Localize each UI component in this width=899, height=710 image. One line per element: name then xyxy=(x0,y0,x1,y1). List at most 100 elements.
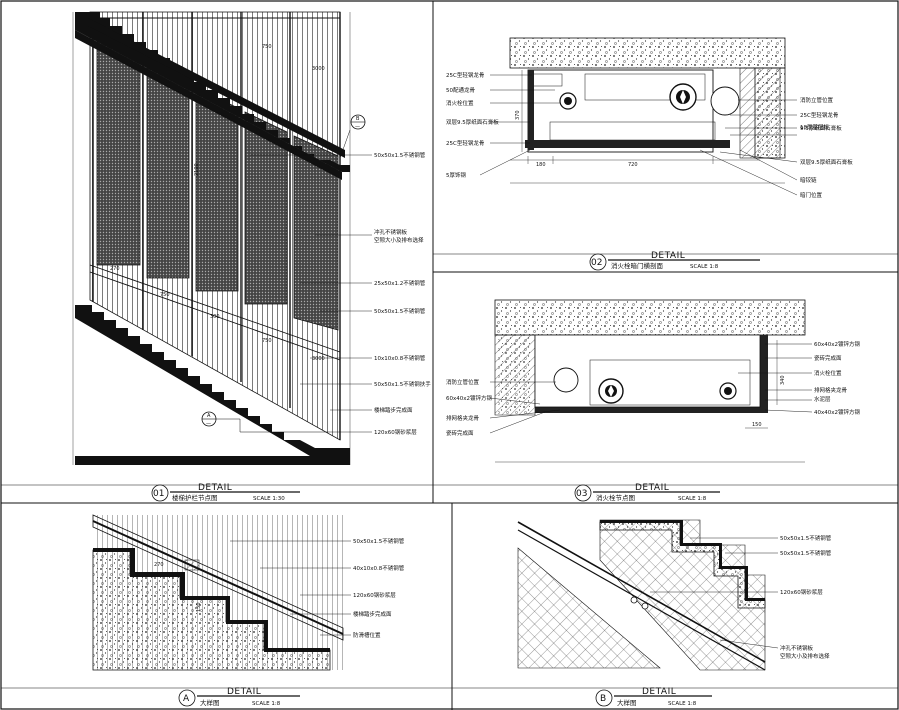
p03-right-label-1: 60x40x2镀锌方钢 xyxy=(814,340,861,348)
p03-dim-2: 150 xyxy=(752,422,762,428)
p01-label-3: 空隙大小及排布选择 xyxy=(374,236,424,244)
pA-detail-word: DETAIL xyxy=(227,687,261,697)
pA-label-3: 120x60钢砂浆层 xyxy=(353,591,396,599)
pB-label-5: 空隙大小及排布选择 xyxy=(780,652,830,660)
p03-right-label-4: 排网格夹龙骨 xyxy=(814,386,848,394)
panel-03-hydrant-node: 340 150 消防立管位置 60x40x2镀锌方钢 排网格夹龙骨 瓷砖完成面 … xyxy=(446,299,861,463)
p02-right-label-5: 双层9.5厚纸面石膏板 xyxy=(800,158,853,166)
p03-left-label-4: 瓷砖完成面 xyxy=(446,429,474,437)
p01-number: 01 xyxy=(153,489,164,499)
pA-dim-2: 150 xyxy=(196,602,202,612)
pB-detail-word: DETAIL xyxy=(642,687,676,697)
pB-label-1: 50x50x1.5不锈钢管 xyxy=(780,534,832,542)
pB-label-3: 120x60钢砂浆层 xyxy=(780,588,823,596)
p02-left-label-5: 25C型轻钢龙骨 xyxy=(446,139,485,147)
p03-scale: SCALE 1:8 xyxy=(678,496,707,502)
p01-dim-7: 2100 xyxy=(194,163,200,176)
title-block-02: 02 DETAIL 消火栓暗门横剖面 SCALE 1:8 xyxy=(589,251,760,271)
p01-dim-4: 750 xyxy=(160,292,170,298)
p01-dim-1: 750 xyxy=(262,44,272,50)
p03-right-label-3: 消火栓位置 xyxy=(814,369,842,377)
panel-a-tread-detail: 270 150 50x50x1.5不锈钢管 40x10x0.8不锈钢管 120x… xyxy=(92,514,405,671)
title-block-a: A DETAIL 大样图 SCALE 1:8 xyxy=(178,687,300,707)
pB-label-4: 冲孔不锈钢板 xyxy=(780,644,814,652)
p02-subtitle: 消火栓暗门横剖面 xyxy=(611,261,664,270)
marker-a-letter: A xyxy=(207,413,211,419)
title-block-03: 03 DETAIL 消火栓节点图 SCALE 1:8 xyxy=(574,483,720,502)
p01-subtitle: 楼梯护栏节点图 xyxy=(172,493,218,502)
p01-label-9: 120x60钢砂浆层 xyxy=(374,428,417,436)
riser-pipe-circle-03 xyxy=(553,367,579,393)
p02-right-label-7: 暗门位置 xyxy=(800,191,823,199)
section-marker-b: B — xyxy=(339,114,366,159)
p01-dim-2: 3000 xyxy=(312,66,325,72)
p02-left-label-3: 消火栓位置 xyxy=(446,99,474,107)
perforated-mesh-panels xyxy=(96,39,339,331)
p01-label-1: 50x50x1.5不锈钢管 xyxy=(374,151,426,159)
hydrant-valve-icon xyxy=(669,83,697,111)
p03-right-label-2: 瓷砖完成面 xyxy=(814,354,842,362)
p03-dim-1: 340 xyxy=(780,375,786,385)
pA-subtitle: 大样图 xyxy=(200,698,220,707)
p03-left-label-2: 60x40x2镀锌方钢 xyxy=(446,394,493,402)
pA-label-4: 楼梯踏步完成面 xyxy=(353,610,392,618)
p02-right-label-2: 25C型轻钢龙骨 xyxy=(800,111,839,119)
p02-number: 02 xyxy=(591,258,602,268)
p03-detail-word: DETAIL xyxy=(635,483,669,493)
p02-left-label-4: 双层9.5厚纸面石膏板 xyxy=(446,118,499,126)
p02-right-label-1: 消防立管位置 xyxy=(800,96,834,104)
hose-reel-icon-03 xyxy=(719,382,737,400)
p03-right-label-6: 40x40x2镀锌方钢 xyxy=(814,408,861,416)
pA-dim-1: 270 xyxy=(154,562,164,568)
p02-left-label-1: 25C型轻钢龙骨 xyxy=(446,71,485,79)
p01-scale: SCALE 1:30 xyxy=(253,496,285,502)
p02-right-label-4: 18厚基层板 xyxy=(800,123,829,131)
p01-label-6: 10x10x0.8不锈钢管 xyxy=(374,354,426,362)
p01-label-4: 25x50x1.2不锈钢管 xyxy=(374,279,426,287)
p01-label-8: 楼梯踏步完成面 xyxy=(374,406,413,414)
p02-scale: SCALE 1:8 xyxy=(690,264,719,270)
p03-left-label-1: 消防立管位置 xyxy=(446,378,480,386)
p01-label-2: 冲孔不锈钢板 xyxy=(374,228,408,236)
pA-label-2: 40x10x0.8不锈钢管 xyxy=(353,564,405,572)
p03-subtitle: 消火栓节点图 xyxy=(596,493,635,502)
p03-number: 03 xyxy=(576,489,587,499)
title-block-01: 01 DETAIL 楼梯护栏节点图 SCALE 1:30 xyxy=(151,483,300,502)
pA-scale: SCALE 1:8 xyxy=(252,701,281,707)
p01-dim-8: 3000 xyxy=(312,356,325,362)
p03-left-label-3: 排网格夹龙骨 xyxy=(446,414,480,422)
p01-detail-word: DETAIL xyxy=(198,483,232,493)
marker-a-sub: — xyxy=(206,421,211,427)
hydrant-valve-icon-03 xyxy=(598,378,624,404)
pB-number: B xyxy=(600,694,606,704)
p02-left-label-6: 5厚饰钢 xyxy=(446,171,466,179)
p03-right-label-5: 水泥层 xyxy=(814,395,831,403)
panel-b-stringer-detail: 50x50x1.5不锈钢管 50x50x1.5不锈钢管 120x60钢砂浆层 冲… xyxy=(517,519,832,671)
pB-scale: SCALE 1:8 xyxy=(668,701,697,707)
pA-number: A xyxy=(183,694,190,704)
pA-label-5: 防滑槽位置 xyxy=(353,631,381,639)
pA-label-1: 50x50x1.5不锈钢管 xyxy=(353,537,405,545)
p02-dim-1: 370 xyxy=(515,110,521,120)
riser-pipe-circle xyxy=(710,86,740,116)
marker-b-letter: B xyxy=(356,116,360,122)
p01-label-7: 50x50x1.5不锈钢扶手 xyxy=(374,380,431,388)
p01-dim-6: 750 xyxy=(262,338,272,344)
p01-dim-5: 300 xyxy=(210,314,220,320)
pB-subtitle: 大样图 xyxy=(617,698,637,707)
section-marker-a: A — xyxy=(201,411,330,433)
p02-right-label-3: 9.5厚纸面石膏板 xyxy=(800,124,842,132)
p02-detail-word: DETAIL xyxy=(651,251,685,261)
p01-label-5: 50x50x1.5不锈钢管 xyxy=(374,307,426,315)
p02-dim-2: 180 xyxy=(536,162,546,168)
marker-b-sub: — xyxy=(355,124,360,130)
p02-left-label-2: 50配通龙骨 xyxy=(446,86,475,94)
title-block-b: B DETAIL 大样图 SCALE 1:8 xyxy=(595,687,712,707)
panel-02-hydrant-door-section: 370 180 720 25C型轻钢龙骨 50配通龙骨 消火栓位置 双层9.5厚… xyxy=(446,37,853,199)
p01-dim-3: 270 xyxy=(110,266,120,272)
pB-label-2: 50x50x1.5不锈钢管 xyxy=(780,549,832,557)
p02-right-label-6: 暗铰链 xyxy=(800,176,817,184)
p02-dim-3: 720 xyxy=(628,162,638,168)
